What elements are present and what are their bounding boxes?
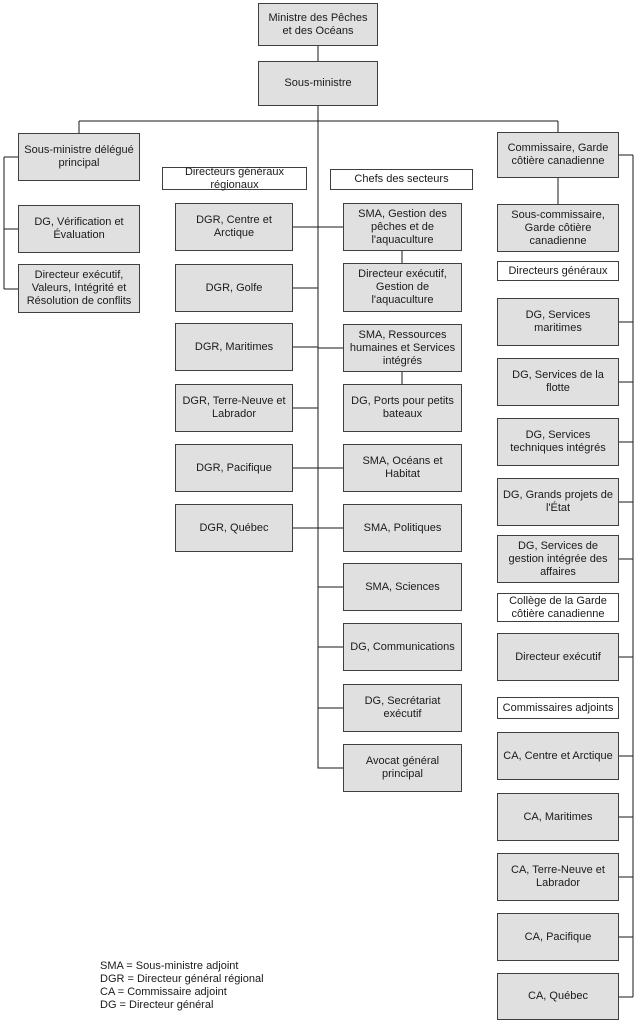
org-node-sma-sciences: SMA, Sciences [343,563,462,611]
org-node-deputy-minister: Sous-ministre [258,61,378,106]
org-node-dgr-quebec: DGR, Québec [175,504,293,552]
org-node-ca-maritimes: CA, Maritimes [497,793,619,841]
org-header-college-garde-cotiere: Collège de la Garde côtière canadienne [497,593,619,622]
org-node-dg-services-maritimes: DG, Services maritimes [497,298,619,346]
org-header-directeurs-generaux: Directeurs généraux [497,261,619,281]
org-node-dgr-terre-neuve-labrador: DGR, Terre-Neuve et Labrador [175,384,293,432]
org-node-dg-communications: DG, Communications [343,623,462,671]
legend-line-ca: CA = Commissaire adjoint [100,986,227,998]
org-node-avocat-general-principal: Avocat général principal [343,744,462,792]
org-node-sma-gestion-peches-aquaculture: SMA, Gestion des pêches et de l'aquacult… [343,203,462,251]
org-node-sma-ressources-humaines: SMA, Ressources humaines et Services int… [343,324,462,372]
org-node-exec-dir-valeurs: Directeur exécutif, Valeurs, Intégrité e… [18,264,140,313]
org-node-dg-gestion-integree-affaires: DG, Services de gestion intégrée des aff… [497,535,619,583]
org-header-commissaires-adjoints: Commissaires adjoints [497,697,619,719]
org-node-exec-dir-gestion-aquaculture: Directeur exécutif, Gestion de l'aquacul… [343,263,462,312]
org-node-dg-services-flotte: DG, Services de la flotte [497,358,619,406]
org-node-dg-services-techniques: DG, Services techniques intégrés [497,418,619,466]
legend-line-dgr: DGR = Directeur général régional [100,973,264,985]
org-node-sma-politiques: SMA, Politiques [343,504,462,552]
org-header-chefs-des-secteurs: Chefs des secteurs [330,169,473,190]
org-node-directeur-executif-college: Directeur exécutif [497,633,619,681]
org-node-dgr-golfe: DGR, Golfe [175,264,293,312]
org-node-dgr-maritimes: DGR, Maritimes [175,323,293,371]
org-node-commissaire-garde-cotiere: Commissaire, Garde côtière canadienne [497,132,619,178]
org-node-sous-commissaire-garde-cotiere: Sous-commissaire, Garde côtière canadien… [497,204,619,252]
org-node-senior-associate-deputy-minister: Sous-ministre délégué principal [18,133,140,181]
org-node-ca-pacifique: CA, Pacifique [497,913,619,961]
org-node-ca-centre-arctique: CA, Centre et Arctique [497,732,619,780]
org-node-sma-oceans-habitat: SMA, Océans et Habitat [343,444,462,492]
org-node-dg-secretariat-executif: DG, Secrétariat exécutif [343,684,462,732]
legend: SMA = Sous-ministre adjoint DGR = Direct… [100,960,264,1012]
org-node-dg-verification-evaluation: DG, Vérification et Évaluation [18,205,140,253]
org-node-dg-ports-petits-bateaux: DG, Ports pour petits bateaux [343,384,462,432]
org-header-directeurs-generaux-regionaux: Directeurs généraux régionaux [162,166,307,191]
org-node-dgr-centre-arctique: DGR, Centre et Arctique [175,203,293,251]
legend-line-dg: DG = Directeur général [100,999,214,1011]
org-node-dg-grands-projets: DG, Grands projets de l'État [497,478,619,526]
org-node-ca-quebec: CA, Québec [497,973,619,1020]
org-node-minister: Ministre des Pêches et des Océans [258,3,378,46]
legend-line-sma: SMA = Sous-ministre adjoint [100,960,239,972]
org-node-ca-terre-neuve-labrador: CA, Terre-Neuve et Labrador [497,853,619,901]
org-node-dgr-pacifique: DGR, Pacifique [175,444,293,492]
